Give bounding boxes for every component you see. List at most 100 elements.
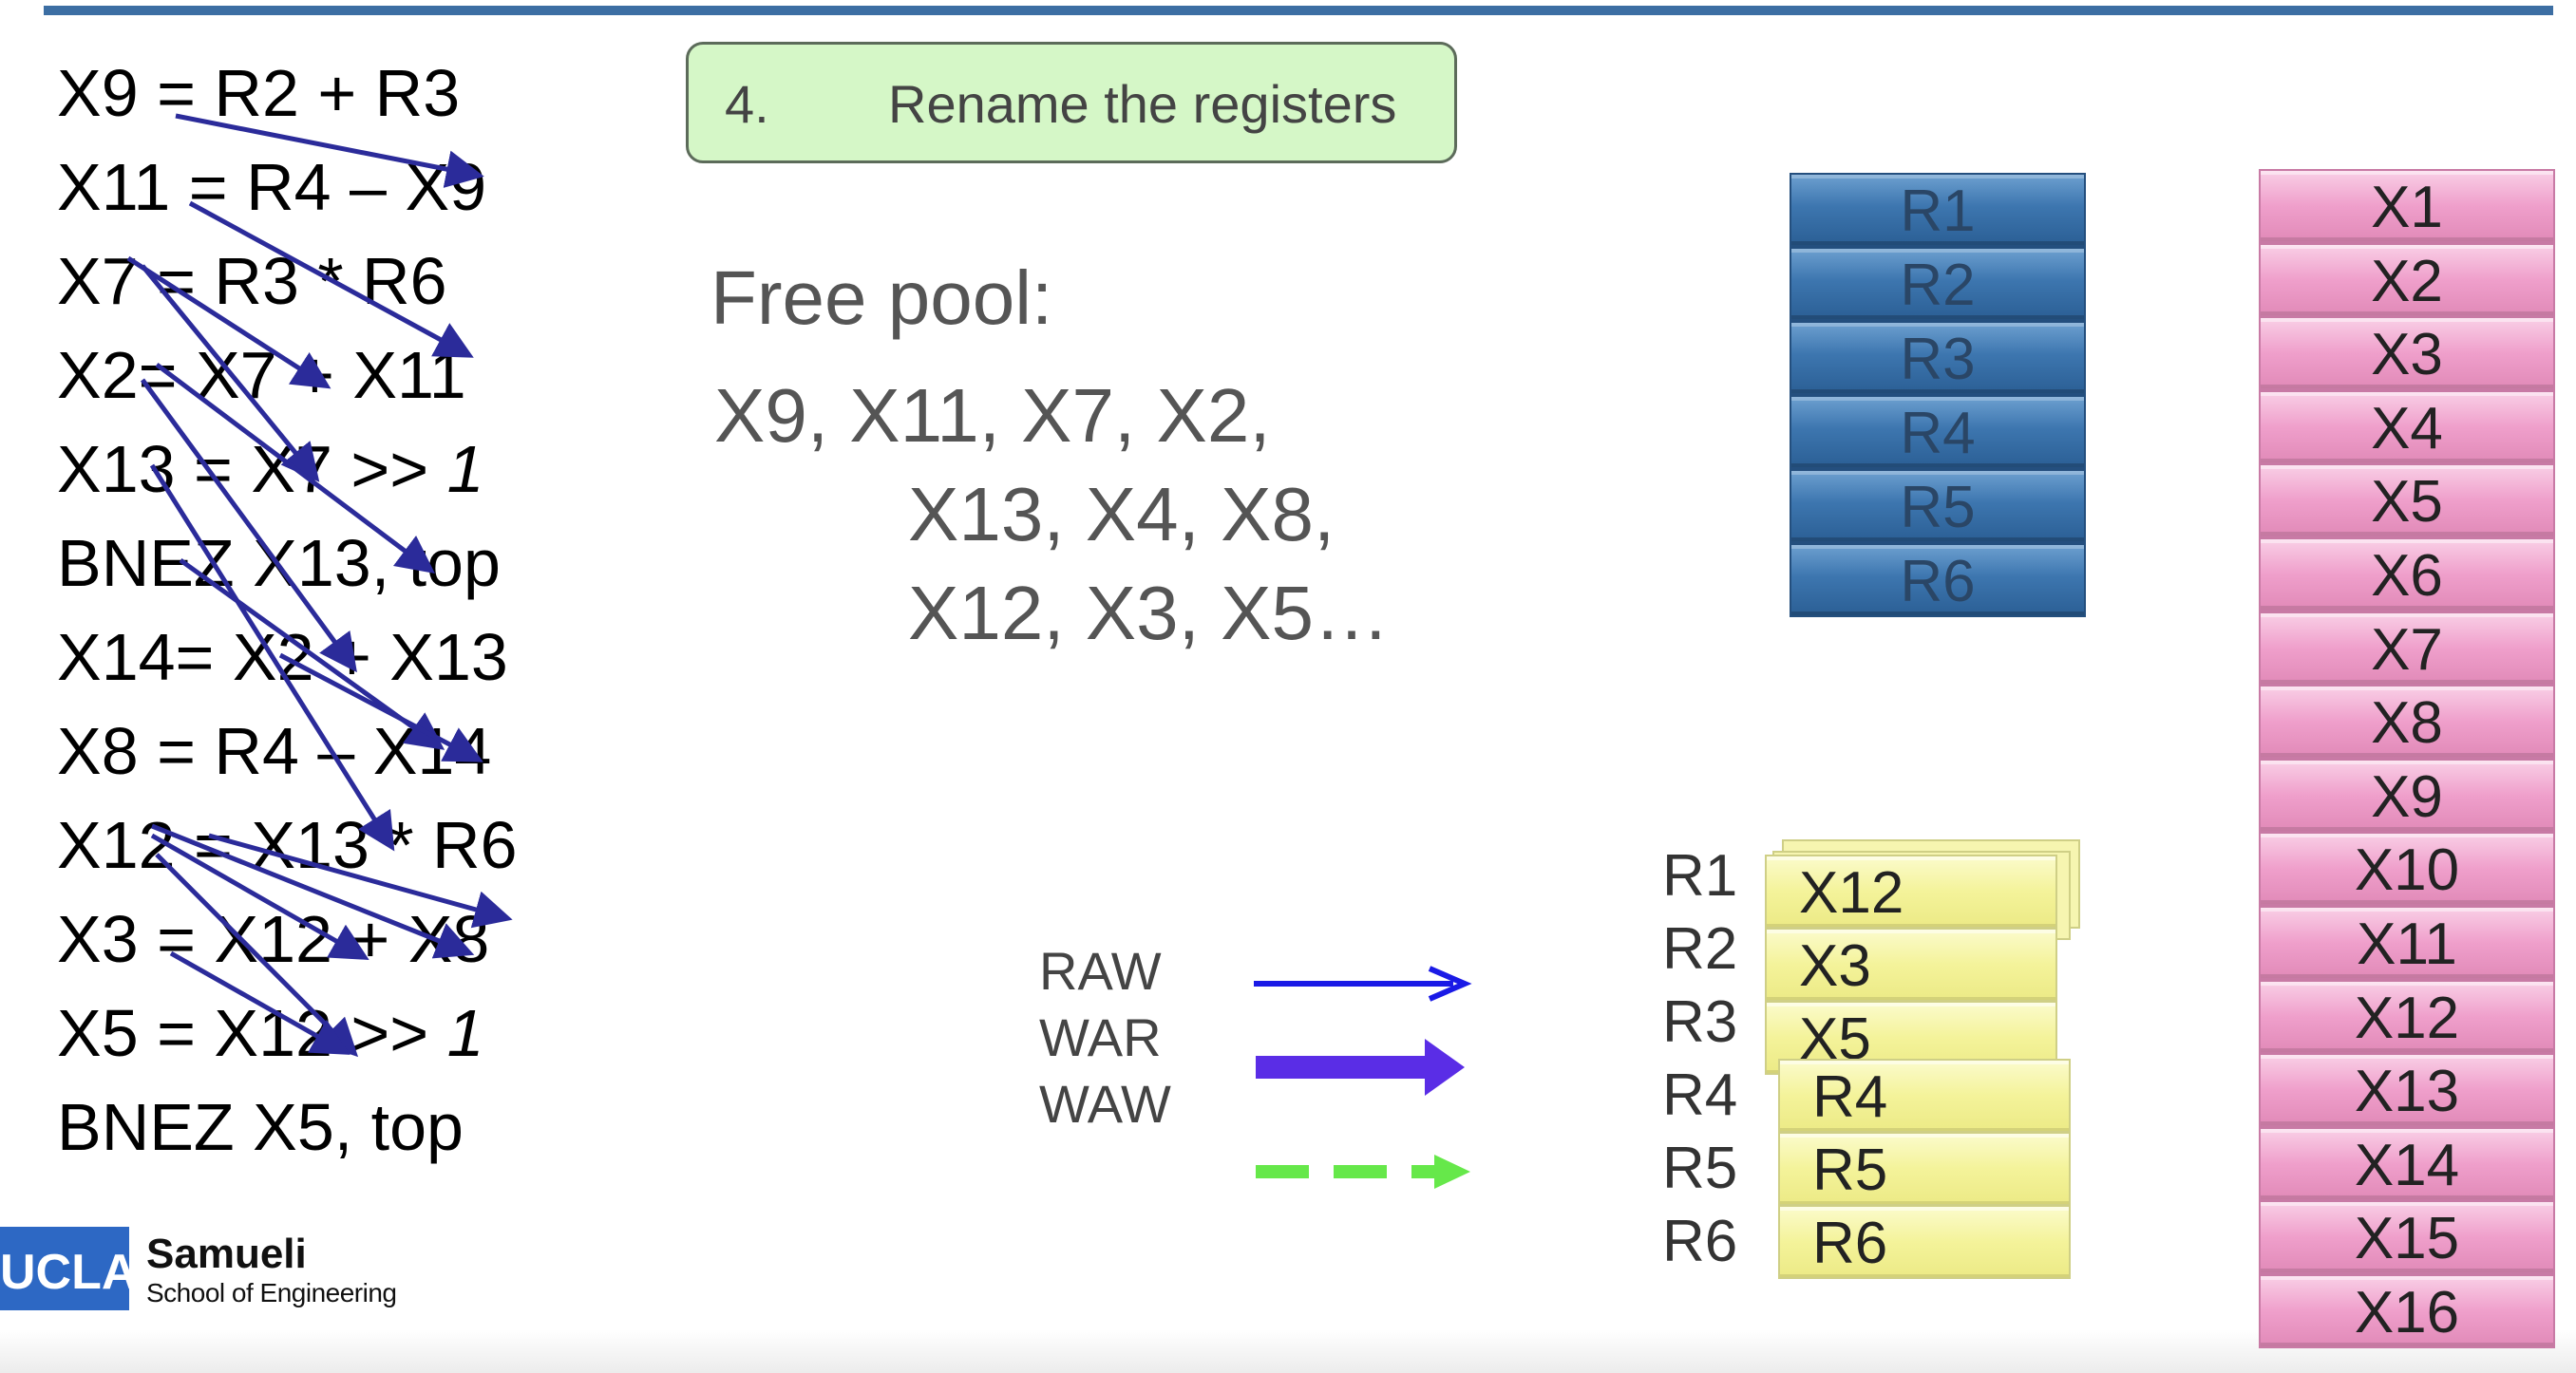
legend-raw-label: RAW [1039, 941, 1162, 1001]
rename-row-label: R3 [1662, 989, 1738, 1055]
physical-register-label: X16 [2354, 1280, 2460, 1345]
logo-samueli: Samueli [146, 1231, 307, 1277]
war-arrowhead-icon [1425, 1039, 1465, 1096]
step-box: 4. Rename the registers [686, 42, 1457, 163]
rename-row-label: R6 [1662, 1209, 1738, 1274]
rename-value: R5 [1812, 1138, 1888, 1203]
code-line: X9 = R2 + R3 [57, 55, 460, 131]
rename-row-label: R4 [1662, 1063, 1738, 1128]
code-text: X13 = X7 >> [57, 432, 447, 506]
rename-row-label: R5 [1662, 1136, 1738, 1201]
legend-arrows [1254, 966, 1472, 1189]
dependency-arrow [126, 255, 331, 389]
arch-register-cell: R4 [1790, 395, 2086, 469]
code-line: X2= X7 + X11 [57, 337, 466, 413]
dependency-arrow [188, 200, 474, 358]
physical-register-label: X14 [2354, 1132, 2460, 1198]
step-title: Rename the registers [888, 74, 1397, 134]
physical-register-label: X13 [2354, 1059, 2460, 1125]
ucla-logo [0, 1227, 129, 1310]
physical-register-label: X10 [2354, 837, 2460, 904]
arch-register-cell: R5 [1790, 469, 2086, 543]
rename-table-cell: R6 [1778, 1205, 2071, 1279]
dependency-arrow [155, 363, 435, 574]
physical-register-cell: X6 [2259, 537, 2555, 611]
rename-value: R4 [1812, 1064, 1888, 1130]
physical-register-label: X11 [2357, 912, 2457, 977]
dependency-arrow [141, 264, 320, 482]
rename-table-cell: X3 [1765, 928, 2057, 1002]
rename-table-cell: X12 [1765, 855, 2057, 929]
physical-register-cell: X12 [2259, 979, 2555, 1054]
dependency-arrow [150, 833, 369, 960]
code-text: X5 = X12 >> [57, 996, 447, 1070]
physical-register-label: X3 [2371, 322, 2443, 388]
arch-register-label: R5 [1900, 475, 1976, 540]
arch-register-cell: R6 [1790, 543, 2086, 617]
rename-table-cell: R4 [1778, 1059, 2071, 1133]
legend-waw-label: WAW [1039, 1074, 1171, 1134]
dependency-arrow [140, 378, 357, 673]
logo-school: School of Engineering [146, 1278, 397, 1307]
physical-register-label: X8 [2371, 690, 2443, 757]
step-number: 4. [725, 74, 769, 134]
dependency-arrow [278, 652, 483, 762]
code-text: X2= X7 + X11 [57, 338, 466, 412]
physical-register-cell: X16 [2259, 1274, 2555, 1348]
war-arrow-icon [1256, 1056, 1427, 1079]
slide-bottom-edge [0, 1329, 2576, 1373]
raw-arrowhead-icon [1428, 966, 1472, 1002]
rename-value: R6 [1812, 1211, 1888, 1276]
free-pool-line: X13, X4, X8, [908, 472, 1335, 556]
physical-register-cell: X7 [2259, 611, 2555, 686]
code-line: X12 = X13 * R6 [57, 807, 518, 883]
legend-war-label: WAR [1039, 1007, 1162, 1067]
rename-value: X3 [1799, 933, 1871, 999]
code-line: X13 = X7 >> 1 [57, 431, 484, 507]
code-text: X9 = R2 + R3 [57, 56, 461, 130]
physical-register-cell: X3 [2259, 316, 2555, 391]
dependency-arrow [155, 853, 359, 1058]
physical-register-cell: X4 [2259, 389, 2555, 464]
physical-register-cell: X5 [2259, 463, 2555, 538]
code-immediate: 1 [446, 996, 484, 1070]
free-pool-title: Free pool: [710, 255, 1053, 340]
code-text: BNEZ X5, top [57, 1090, 464, 1164]
code-immediate: 1 [446, 432, 484, 506]
arch-register-label: R6 [1900, 549, 1976, 614]
waw-arrowhead-icon [1434, 1155, 1470, 1189]
arch-register-cell: R3 [1790, 321, 2086, 395]
free-pool-line: X12, X3, X5… [908, 571, 1390, 655]
physical-register-cell: X8 [2259, 685, 2555, 760]
code-line: X3 = X12 + X8 [57, 901, 489, 977]
physical-register-label: X9 [2371, 763, 2443, 830]
rename-table-cell: R5 [1778, 1132, 2071, 1206]
physical-register-cell: X9 [2259, 758, 2555, 833]
arch-register-cell: R2 [1790, 247, 2086, 321]
physical-register-cell: X1 [2259, 169, 2555, 243]
dependency-arrow [208, 833, 513, 929]
physical-register-label: X4 [2371, 395, 2443, 461]
physical-register-cell: X14 [2259, 1126, 2555, 1201]
physical-register-label: X1 [2371, 175, 2443, 240]
free-pool-line: X9, X11, X7, X2, [714, 373, 1271, 458]
physical-register-label: X7 [2371, 616, 2443, 683]
physical-register-label: X12 [2354, 985, 2460, 1051]
rename-value: X12 [1799, 860, 1904, 926]
rename-row-label: R2 [1662, 916, 1738, 982]
physical-register-label: X2 [2371, 248, 2443, 314]
physical-register-label: X15 [2354, 1206, 2460, 1272]
arch-register-label: R2 [1900, 253, 1976, 318]
dependency-arrow [151, 823, 475, 959]
top-divider [44, 6, 2553, 15]
arch-register-cell: R1 [1790, 173, 2086, 247]
arch-register-label: R3 [1900, 327, 1976, 392]
physical-register-label: X6 [2371, 543, 2443, 609]
dependency-arrow [175, 113, 484, 188]
physical-register-cell: X13 [2259, 1053, 2555, 1128]
code-text: X12 = X13 * R6 [57, 808, 518, 882]
arch-register-label: R1 [1900, 179, 1976, 244]
physical-register-cell: X11 [2259, 906, 2555, 980]
code-line: X5 = X12 >> 1 [57, 995, 484, 1071]
dependency-arrow [149, 463, 395, 852]
